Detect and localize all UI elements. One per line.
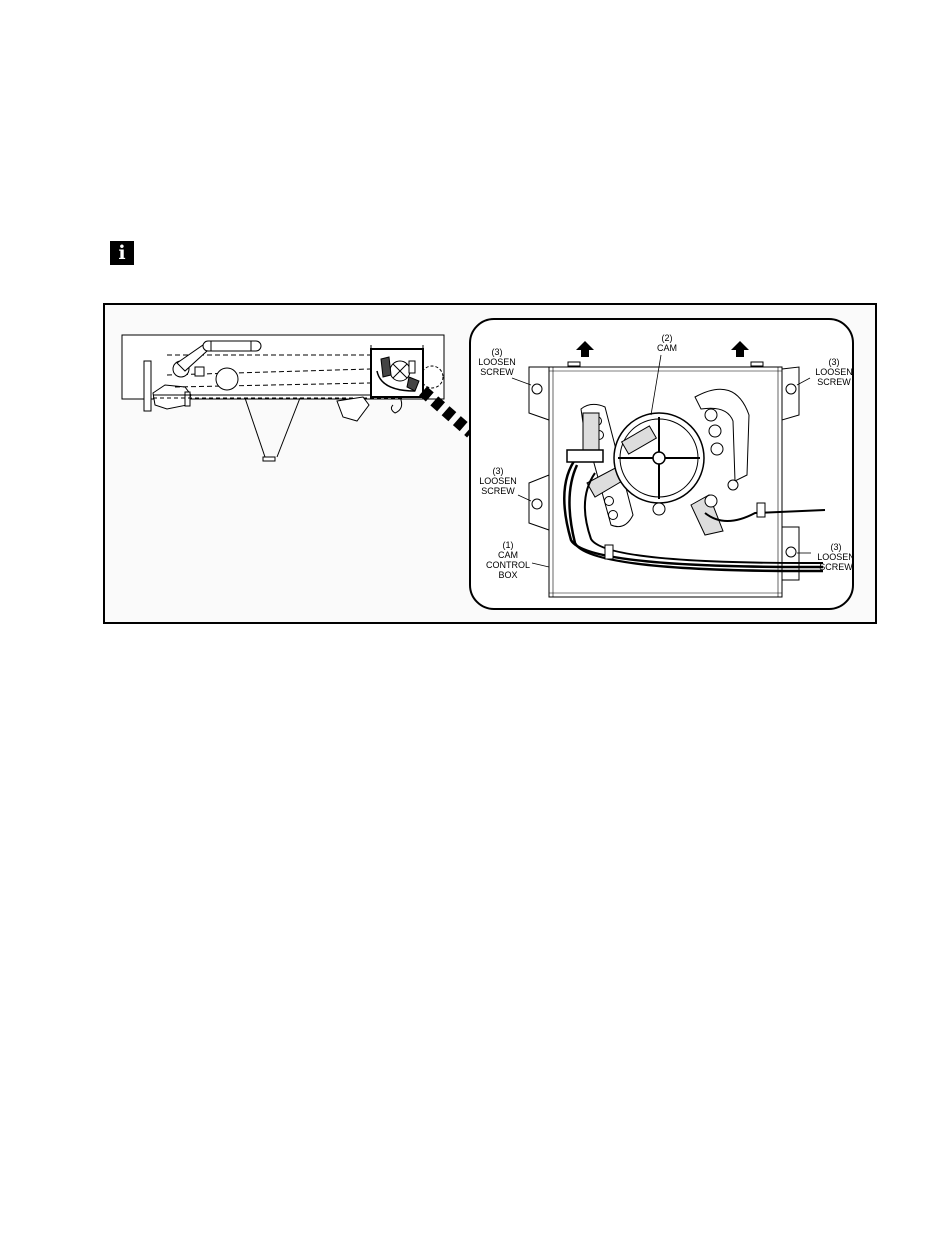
- svg-text:(3): (3): [492, 347, 503, 357]
- screw-hole: [532, 499, 542, 509]
- svg-text:(3): (3): [831, 542, 842, 552]
- screw-hole: [786, 384, 796, 394]
- svg-text:SCREW: SCREW: [819, 562, 853, 572]
- screw-hole: [786, 547, 796, 557]
- svg-text:LOOSEN: LOOSEN: [817, 552, 855, 562]
- svg-text:CAM: CAM: [657, 343, 677, 353]
- cam-control-box-figure: (2) CAM (3) LOOSEN SCREW (3) LOOSEN SCRE…: [103, 303, 877, 624]
- svg-text:(3): (3): [493, 466, 504, 476]
- svg-text:LOOSEN: LOOSEN: [479, 476, 517, 486]
- svg-text:(2): (2): [662, 333, 673, 343]
- machine-overview: [122, 335, 444, 461]
- svg-text:SCREW: SCREW: [817, 377, 851, 387]
- figure-drawing: (2) CAM (3) LOOSEN SCREW (3) LOOSEN SCRE…: [105, 305, 875, 622]
- svg-text:(1): (1): [503, 540, 514, 550]
- svg-text:LOOSEN: LOOSEN: [478, 357, 516, 367]
- svg-text:SCREW: SCREW: [480, 367, 514, 377]
- info-icon: i: [110, 241, 134, 265]
- svg-text:LOOSEN: LOOSEN: [815, 367, 853, 377]
- svg-text:CONTROL: CONTROL: [486, 560, 530, 570]
- svg-text:BOX: BOX: [498, 570, 517, 580]
- svg-text:(3): (3): [829, 357, 840, 367]
- screw-hole: [532, 384, 542, 394]
- svg-text:CAM: CAM: [498, 550, 518, 560]
- svg-text:SCREW: SCREW: [481, 486, 515, 496]
